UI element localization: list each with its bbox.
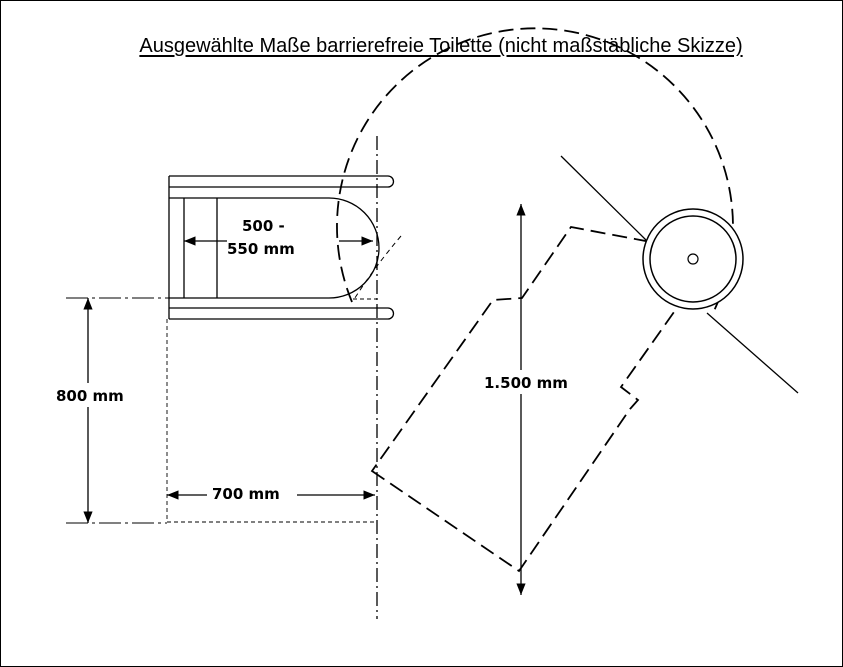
turning-diameter-label: 1.500 mm	[484, 374, 568, 392]
side-depth-label-bg	[207, 481, 297, 505]
toilet-depth-label-line2: 550 mm	[227, 240, 295, 258]
side-width-label: 800 mm	[56, 387, 124, 405]
diagram-title: Ausgewählte Maße barrierefreie Toilette …	[1, 35, 843, 58]
turning-diameter-label-bg	[479, 370, 577, 394]
lower-grab-bar	[169, 307, 395, 320]
wheelchair-outline	[370, 226, 717, 573]
turning-circle	[336, 27, 734, 314]
toilet-depth-label-line1: 500 -	[242, 217, 285, 235]
diagram-title-text: Ausgewählte Maße barrierefreie Toilette …	[139, 35, 743, 57]
toilet-depth-label-bg	[227, 213, 339, 261]
corner-wall-line-lower	[706, 312, 799, 394]
side-width-label-bg	[51, 383, 137, 407]
turning-circle-faint-arc	[352, 235, 402, 302]
upper-grab-bar	[169, 175, 395, 188]
toilet-bowl	[168, 176, 380, 319]
side-depth-label: 700 mm	[212, 485, 280, 503]
transfer-area-outline	[166, 298, 377, 523]
washbasin	[642, 208, 744, 310]
corner-wall-line-upper	[560, 155, 647, 241]
